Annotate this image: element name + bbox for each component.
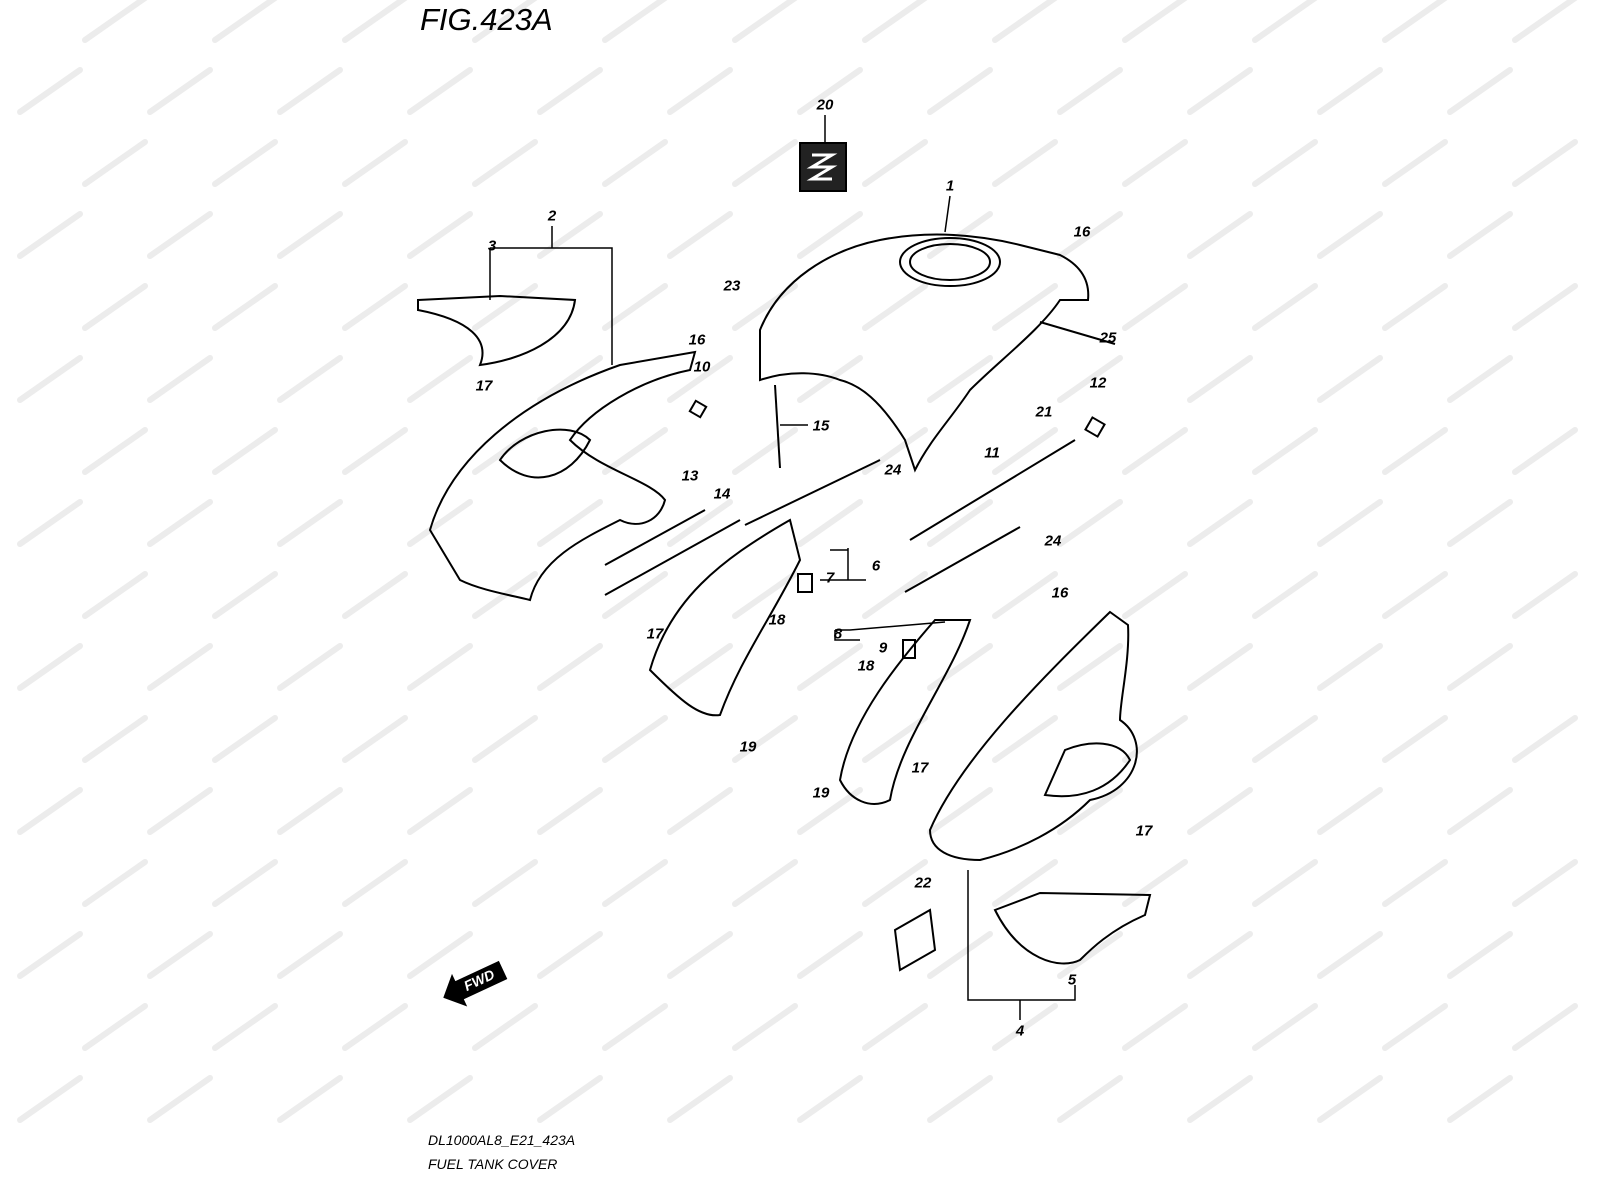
callout-number: 20 bbox=[816, 96, 834, 114]
callout-number: 7 bbox=[825, 569, 835, 587]
callout-number: 17 bbox=[1135, 822, 1153, 840]
callout-number: 17 bbox=[911, 759, 929, 777]
strip-part-24b bbox=[904, 526, 1021, 593]
strip-part-15 bbox=[774, 384, 781, 469]
pad-part-9 bbox=[902, 639, 916, 659]
sticker-part-3 bbox=[417, 294, 577, 367]
inner-panel-part-8 bbox=[838, 619, 972, 805]
callout-number: 9 bbox=[878, 639, 888, 657]
callout-number: 21 bbox=[1035, 403, 1053, 421]
callout-number: 5 bbox=[1067, 971, 1077, 989]
callout-number: 16 bbox=[1051, 584, 1069, 602]
figure-title: FIG.423A bbox=[420, 2, 553, 37]
pad-part-7 bbox=[797, 573, 813, 593]
callout-number: 15 bbox=[812, 417, 830, 435]
callout-number: 19 bbox=[739, 738, 757, 756]
callout-number: 22 bbox=[914, 874, 932, 892]
strip-part-24 bbox=[744, 459, 881, 526]
side-cover-part-2 bbox=[428, 350, 697, 602]
emblem-part-20 bbox=[799, 142, 847, 192]
emblem-part-22 bbox=[893, 908, 937, 972]
tank-cover-part-1 bbox=[759, 233, 1090, 473]
fwd-arrow-icon bbox=[443, 960, 508, 1007]
side-cover-part-4 bbox=[928, 610, 1138, 862]
callout-number: 12 bbox=[1089, 374, 1107, 392]
figure-code: DL1000AL8_E21_423A bbox=[428, 1132, 576, 1148]
sticker-part-5 bbox=[993, 891, 1152, 965]
pad-part-12 bbox=[1084, 416, 1106, 438]
callout-number: 18 bbox=[768, 611, 786, 629]
callout-number: 4 bbox=[1015, 1022, 1025, 1040]
strip-part-14 bbox=[604, 519, 741, 596]
forward-direction-indicator: FWD bbox=[434, 949, 515, 1017]
callout-number: 11 bbox=[984, 444, 1000, 462]
pad-part-10 bbox=[688, 399, 708, 419]
callout-number: 16 bbox=[688, 331, 706, 349]
callout-number: 16 bbox=[1073, 223, 1091, 241]
callout-number: 6 bbox=[871, 557, 881, 575]
callout-number: 13 bbox=[681, 467, 699, 485]
callout-number: 1 bbox=[945, 177, 955, 195]
inner-panel-part-6 bbox=[648, 518, 802, 717]
callout-number: 24 bbox=[1044, 532, 1062, 550]
strip-part-25 bbox=[1039, 321, 1116, 345]
callout-number: 2 bbox=[547, 207, 557, 225]
callout-number: 17 bbox=[646, 625, 664, 643]
callout-number: 17 bbox=[475, 377, 493, 395]
callout-number: 24 bbox=[884, 461, 902, 479]
callout-number: 8 bbox=[833, 625, 843, 643]
callout-number: 14 bbox=[713, 485, 731, 503]
callout-number: 18 bbox=[857, 657, 875, 675]
callout-number: 10 bbox=[693, 358, 711, 376]
strip-part-13 bbox=[604, 509, 706, 566]
callout-number: 23 bbox=[723, 277, 741, 295]
callout-number: 3 bbox=[487, 237, 497, 255]
strip-part-11 bbox=[909, 439, 1076, 541]
callout-number: 19 bbox=[812, 784, 830, 802]
figure-name: FUEL TANK COVER bbox=[428, 1156, 558, 1172]
callout-number: 25 bbox=[1099, 329, 1117, 347]
